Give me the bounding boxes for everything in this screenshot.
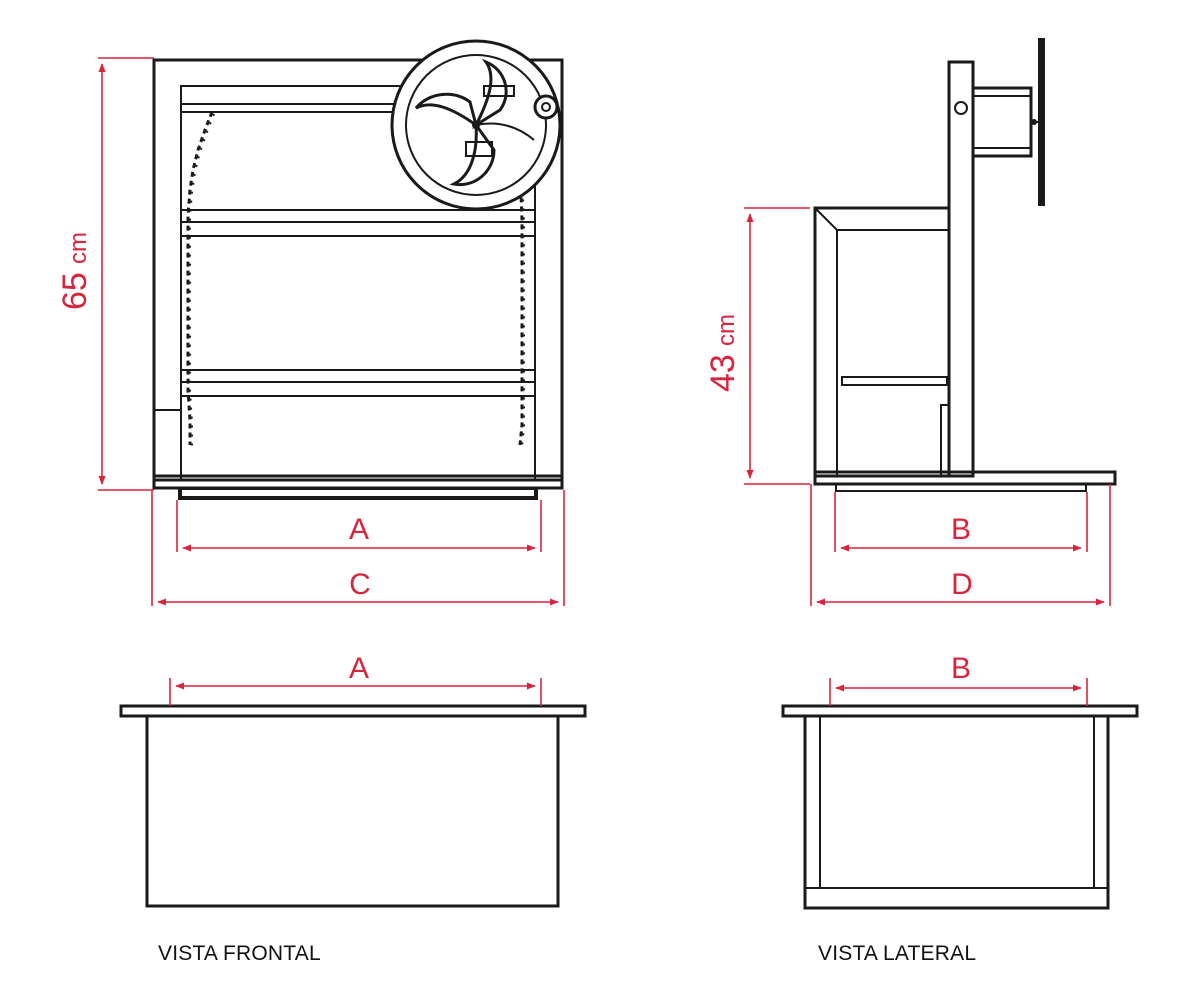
front-upper-grill <box>180 209 536 223</box>
height-side-unit: cm <box>713 314 740 346</box>
height-front-value: 65 <box>56 272 94 310</box>
label-d: D <box>951 568 973 601</box>
caption-front-view: VISTA FRONTAL <box>158 942 321 965</box>
dimension-b-lower: B <box>829 652 1088 706</box>
side-lower-view <box>781 704 1139 910</box>
height-front-unit: cm <box>65 232 92 264</box>
dimension-a-lower: A <box>169 652 542 706</box>
side-view-drawing <box>813 38 1117 492</box>
caption-side-view: VISTA LATERAL <box>818 942 977 965</box>
front-left-chain <box>186 111 215 447</box>
front-inner-frame <box>180 85 536 481</box>
label-a-front: A <box>349 513 369 546</box>
front-lower-body <box>145 714 560 908</box>
dimension-c: C <box>151 490 565 606</box>
label-c: C <box>349 568 371 601</box>
label-b-lower: B <box>951 652 971 685</box>
side-wheel-edge <box>1038 38 1045 206</box>
front-base-plate <box>152 474 564 490</box>
dimension-b-side: B <box>834 492 1088 552</box>
dimension-height-front: 65 cm <box>56 57 154 491</box>
dimension-d: D <box>810 484 1111 606</box>
side-base-tray <box>835 483 1087 492</box>
dimension-height-side: 43 cm <box>704 207 810 485</box>
side-rail <box>841 376 948 386</box>
side-wheel-bracket <box>971 86 1033 158</box>
label-b-side: B <box>951 513 971 546</box>
dimension-a-front: A <box>176 500 542 552</box>
height-side-value: 43 <box>704 354 742 392</box>
side-base-plate <box>813 470 1117 486</box>
front-lower-view <box>119 704 587 908</box>
label-a-lower: A <box>349 652 369 685</box>
side-firebox <box>813 206 951 478</box>
front-lower-grill <box>180 369 536 383</box>
handwheel <box>390 39 562 211</box>
side-vertical-post <box>947 60 975 478</box>
side-lower-body <box>803 714 1110 910</box>
front-view-drawing <box>152 39 564 500</box>
